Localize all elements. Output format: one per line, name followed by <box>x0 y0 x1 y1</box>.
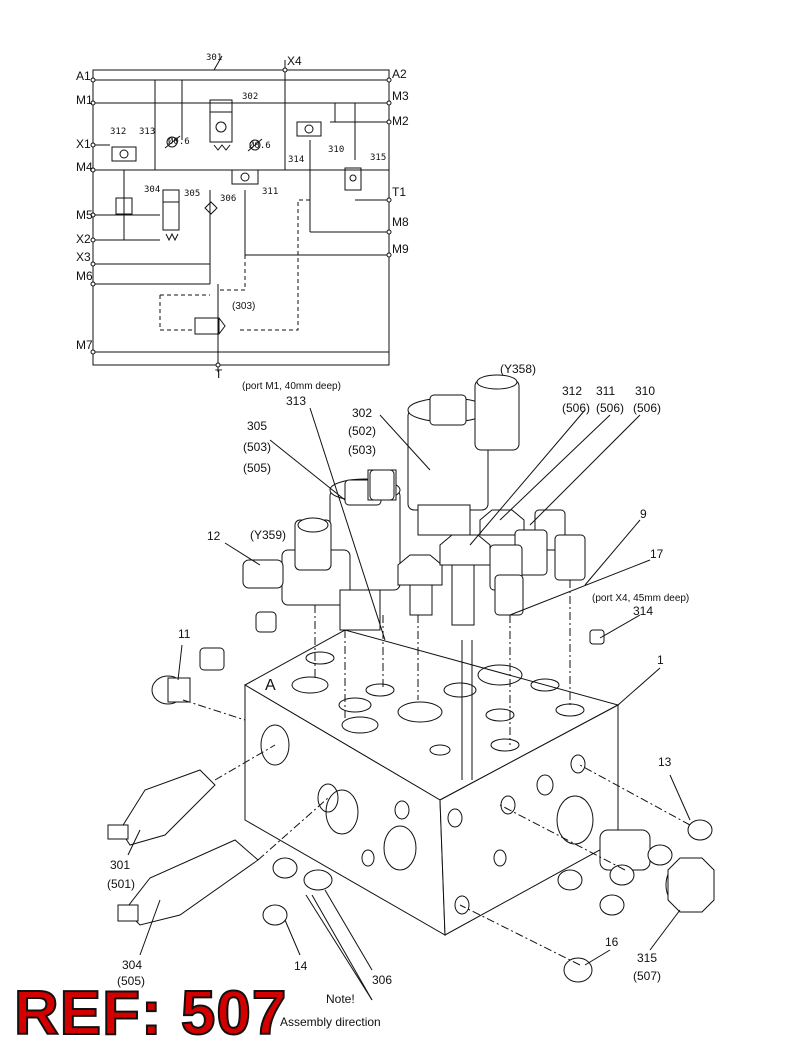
comp-label-302: 302 <box>242 92 258 102</box>
callout-14: 14 <box>294 959 308 973</box>
callout-313: 313 <box>286 394 306 408</box>
callout-311: 311 <box>596 384 615 398</box>
port-label-m3: M3 <box>392 89 409 103</box>
note-text: Assembly direction <box>280 1015 381 1029</box>
port-label-m9: M9 <box>392 242 409 256</box>
callout-311-sub: (506) <box>596 401 624 415</box>
note-title: Note! <box>326 992 355 1006</box>
schematic-labels: A1 M1 X1 M4 M5 X2 X3 M6 M7 A2 M3 M2 T1 M… <box>76 53 409 381</box>
callout-y358: (Y358) <box>500 362 536 376</box>
callout-301: 301 <box>110 858 130 872</box>
port-label-m4: M4 <box>76 160 93 174</box>
callout-315-sub: (507) <box>633 969 661 983</box>
callout-y359: (Y359) <box>250 528 286 542</box>
port-label-m1: M1 <box>76 93 93 107</box>
callout-305-b: (505) <box>243 461 271 475</box>
callout-302-b: (503) <box>348 443 376 457</box>
comp-label-306: 306 <box>220 194 236 204</box>
callout-304-sub: (505) <box>117 974 145 988</box>
callout-301-sub: (501) <box>107 877 135 891</box>
comp-label-310: 310 <box>328 145 344 155</box>
callout-labels: (Y358) (port M1, 40mm deep) 313 312 311 … <box>107 362 689 988</box>
port-label-m2: M2 <box>392 114 409 128</box>
port-label-t: T <box>215 367 223 381</box>
callout-port-x4: (port X4, 45mm deep) <box>592 593 689 604</box>
port-label-t1: T1 <box>392 185 406 199</box>
port-label-a1: A1 <box>76 69 91 83</box>
orifice-label-a: Ø0.6 <box>168 136 190 147</box>
callout-310: 310 <box>635 384 655 398</box>
callout-port-m1: (port M1, 40mm deep) <box>242 381 341 392</box>
comp-label-314: 314 <box>288 155 304 165</box>
orifice-label-b: Ø0.6 <box>249 140 271 151</box>
callout-305-a: (503) <box>243 440 271 454</box>
callout-306: 306 <box>372 973 392 987</box>
svg-text:A: A <box>265 677 276 694</box>
port-label-a2: A2 <box>392 67 407 81</box>
port-label-m8: M8 <box>392 215 409 229</box>
comp-label-304: 304 <box>144 185 160 195</box>
ref-number: REF: 507 <box>13 979 288 1048</box>
callout-302-a: (502) <box>348 424 376 438</box>
port-label-x4: X4 <box>287 54 302 68</box>
port-label-m6: M6 <box>76 269 93 283</box>
callout-302: 302 <box>352 406 372 420</box>
comp-label-301: 301 <box>206 53 222 63</box>
comp-label-315: 315 <box>370 153 386 163</box>
port-label-m5: M5 <box>76 208 93 222</box>
port-label-x3: X3 <box>76 250 91 264</box>
callout-312: 312 <box>562 384 582 398</box>
callout-304: 304 <box>122 958 142 972</box>
comp-label-311: 311 <box>262 187 278 197</box>
callout-314: 314 <box>633 604 653 618</box>
comp-label-312: 312 <box>110 127 126 137</box>
callout-16: 16 <box>605 935 619 949</box>
exploded-assembly: A <box>107 374 715 1001</box>
comp-label-313: 313 <box>139 127 155 137</box>
comp-label-305: 305 <box>184 189 200 199</box>
comp-label-303: (303) <box>232 301 255 312</box>
callout-315: 315 <box>637 951 657 965</box>
hydraulic-schematic <box>90 55 392 372</box>
callout-13: 13 <box>658 755 672 769</box>
callout-9: 9 <box>640 507 647 521</box>
callout-305: 305 <box>247 419 267 433</box>
callout-11: 11 <box>178 627 191 641</box>
callout-1: 1 <box>657 653 664 667</box>
callout-312-sub: (506) <box>562 401 590 415</box>
port-label-m7: M7 <box>76 338 93 352</box>
port-label-x1: X1 <box>76 137 91 151</box>
callout-12: 12 <box>207 529 221 543</box>
port-label-x2: X2 <box>76 232 91 246</box>
callout-310-sub: (506) <box>633 401 661 415</box>
callout-17: 17 <box>650 547 664 561</box>
